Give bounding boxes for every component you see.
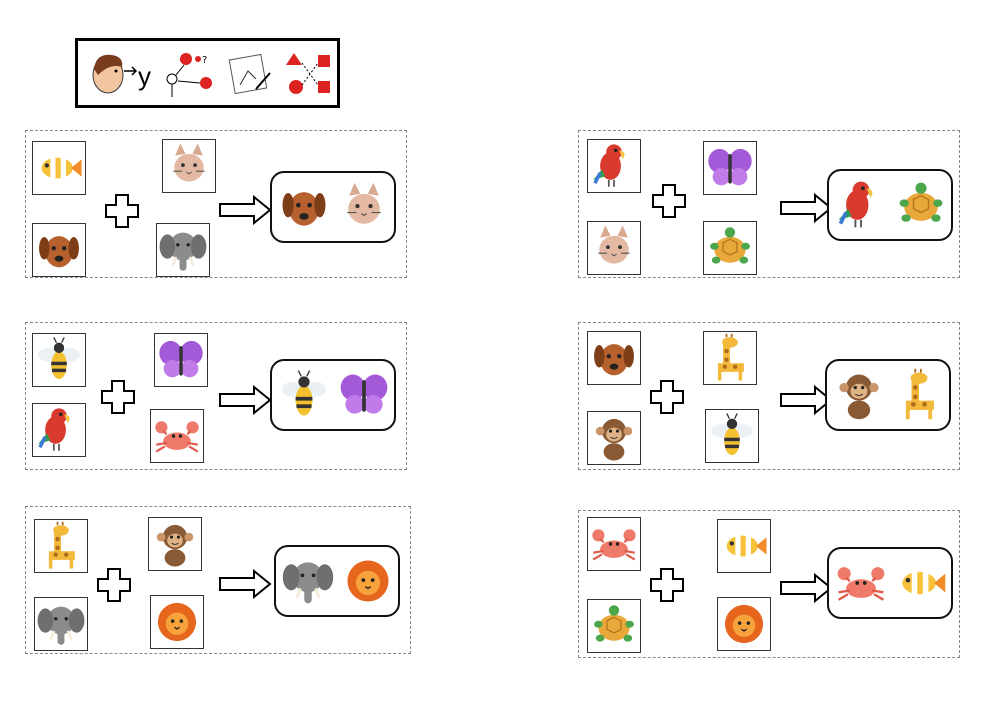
conjunction-text: y — [138, 61, 151, 91]
lion-icon — [347, 560, 389, 602]
bee-card[interactable] — [705, 409, 759, 463]
answer-box[interactable] — [827, 547, 953, 619]
answer-box[interactable] — [270, 359, 396, 431]
butterfly-icon — [708, 148, 752, 186]
bee-icon — [38, 337, 80, 380]
arrow-right-icon — [219, 195, 272, 225]
bee-icon — [281, 370, 327, 416]
fish-card[interactable] — [717, 519, 771, 573]
cat-icon — [347, 182, 381, 224]
arrow-right-icon — [780, 193, 833, 223]
bee-card[interactable] — [32, 333, 86, 387]
exercise-panel-3 — [25, 322, 407, 470]
exercise-panel-4 — [578, 322, 960, 470]
answer-box[interactable] — [825, 359, 951, 431]
fish-icon — [726, 535, 767, 557]
bee-icon — [711, 413, 753, 456]
crab-icon — [837, 567, 885, 601]
cat-card[interactable] — [587, 221, 641, 275]
giraffe-card[interactable] — [34, 519, 88, 573]
lion-card[interactable] — [150, 595, 204, 649]
parrot-icon — [593, 144, 625, 187]
giraffe-icon — [48, 521, 75, 569]
dog-card[interactable] — [587, 331, 641, 385]
lion-icon — [724, 604, 764, 644]
parrot-icon — [838, 181, 873, 228]
cat-icon — [173, 143, 205, 182]
butterfly-icon — [159, 340, 203, 378]
plus-icon — [101, 380, 135, 414]
elephant-icon — [282, 562, 334, 604]
giraffe-card[interactable] — [703, 331, 757, 385]
think-icon: ? — [162, 49, 218, 99]
lion-card[interactable] — [717, 597, 771, 651]
parrot-card[interactable] — [32, 403, 86, 457]
answer-box[interactable] — [270, 171, 396, 243]
plus-icon — [105, 194, 139, 228]
svg-text:?: ? — [202, 55, 207, 66]
exercise-panel-6 — [578, 510, 960, 658]
parrot-card[interactable] — [587, 139, 641, 193]
dog-icon — [282, 192, 326, 226]
answer-box[interactable] — [274, 545, 400, 617]
elephant-card[interactable] — [34, 597, 88, 651]
look-at-head-icon — [88, 49, 138, 99]
monkey-icon — [156, 524, 194, 567]
monkey-icon — [839, 374, 879, 420]
fish-icon — [41, 157, 82, 179]
fish-card[interactable] — [32, 141, 86, 195]
arrow-right-icon — [219, 385, 272, 415]
fish-icon — [902, 571, 946, 595]
draw-icon — [226, 49, 274, 99]
turtle-icon — [899, 182, 943, 222]
crab-icon — [155, 421, 199, 453]
monkey-card[interactable] — [587, 411, 641, 465]
cat-card[interactable] — [162, 139, 216, 193]
arrow-right-icon — [780, 385, 833, 415]
crab-card[interactable] — [150, 409, 204, 463]
turtle-card[interactable] — [587, 599, 641, 653]
relate-shapes-icon — [284, 49, 336, 99]
parrot-icon — [38, 408, 70, 451]
elephant-card[interactable] — [156, 223, 210, 277]
butterfly-card[interactable] — [154, 333, 208, 387]
turtle-card[interactable] — [703, 221, 757, 275]
plus-icon — [650, 380, 684, 414]
crab-card[interactable] — [587, 517, 641, 571]
crab-icon — [592, 529, 636, 561]
dog-card[interactable] — [32, 223, 86, 277]
arrow-right-icon — [219, 569, 272, 599]
monkey-icon — [595, 418, 633, 461]
turtle-icon — [594, 605, 634, 642]
plus-icon — [97, 568, 131, 602]
giraffe-icon — [905, 368, 934, 420]
giraffe-icon — [717, 333, 744, 381]
elephant-icon — [159, 232, 207, 271]
butterfly-card[interactable] — [703, 141, 757, 195]
plus-icon — [652, 184, 686, 218]
lion-icon — [157, 602, 197, 642]
elephant-icon — [37, 606, 85, 645]
instruction-header: y ? — [75, 38, 340, 108]
cat-icon — [598, 225, 630, 264]
exercise-panel-1 — [25, 130, 407, 278]
butterfly-icon — [340, 374, 388, 414]
plus-icon — [650, 568, 684, 602]
exercise-panel-5 — [25, 506, 411, 654]
answer-box[interactable] — [827, 169, 953, 241]
dog-icon — [39, 236, 79, 268]
dog-icon — [594, 344, 634, 376]
turtle-icon — [710, 227, 750, 264]
arrow-right-icon — [780, 573, 833, 603]
exercise-panel-2 — [578, 130, 960, 278]
monkey-card[interactable] — [148, 517, 202, 571]
